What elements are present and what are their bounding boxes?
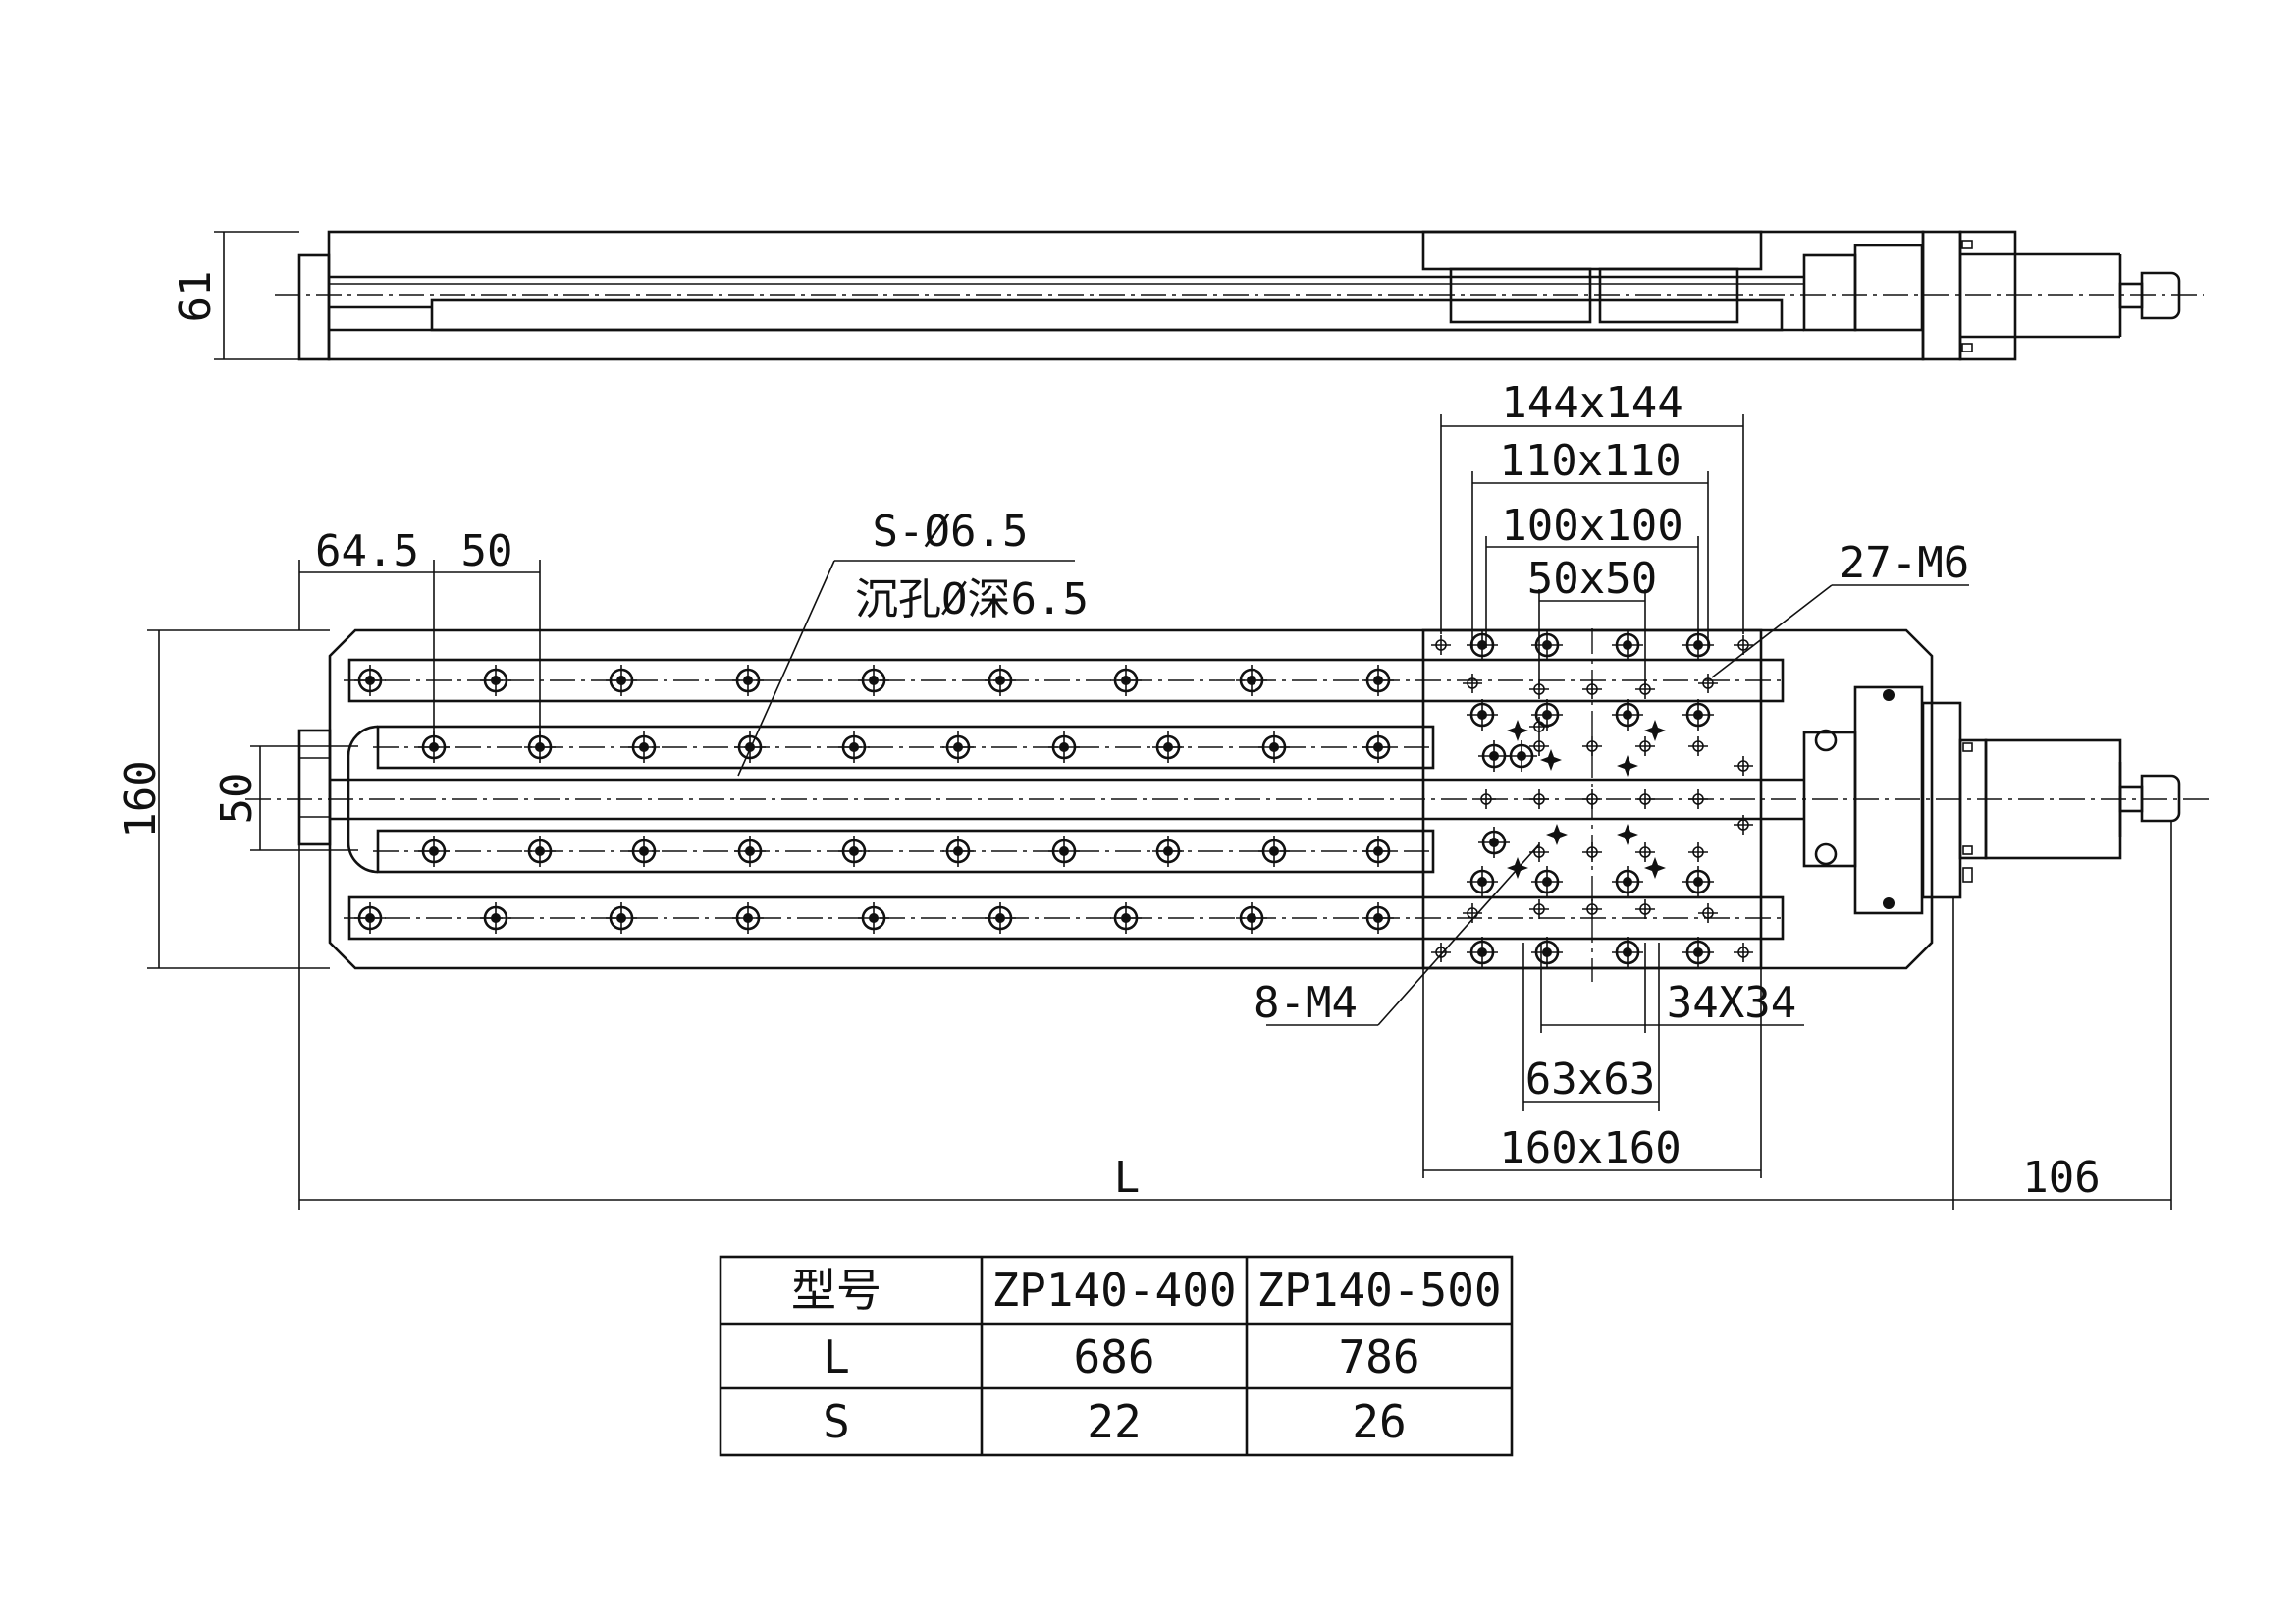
- thread-m4-label: 8-M4: [1254, 978, 1358, 1028]
- spec-table: 型号 ZP140-400 ZP140-500 L 686 786 S 22 26: [719, 1255, 1514, 1457]
- m4-hole: [1507, 720, 1528, 741]
- dim-100: 100x100: [1501, 501, 1682, 551]
- dim-160: 160x160: [1499, 1123, 1681, 1173]
- motor-length-dim: 106: [2022, 1153, 2100, 1203]
- hole-spec-line1: S-Ø6.5: [873, 507, 1029, 557]
- hole-offset-dim: 64.5: [315, 526, 419, 576]
- length-dim: L: [1114, 1153, 1141, 1203]
- hole-spec-line2: 沉孔Ø深6.5: [855, 574, 1089, 624]
- table-header-zp140-400: ZP140-400: [991, 1264, 1236, 1317]
- dim-34: 34X34: [1667, 978, 1796, 1028]
- mounting-holes: [344, 628, 1785, 982]
- table-header-zp140-500: ZP140-500: [1256, 1264, 1501, 1317]
- table-row-s-500: 26: [1352, 1395, 1406, 1448]
- dimensions: 160 50 64.5 50 S-Ø6.5 沉孔Ø深6.5 144x144 11…: [116, 378, 2172, 1210]
- width-160-dim: 160: [116, 760, 166, 838]
- m4-hole: [1644, 857, 1666, 879]
- dim-50: 50x50: [1527, 554, 1657, 604]
- m4-hole: [1617, 755, 1638, 777]
- side-view: 61: [171, 230, 2204, 361]
- table-row-l-400: 686: [1073, 1330, 1154, 1383]
- table-row-s-400: 22: [1087, 1395, 1141, 1448]
- table-row-s-label: S: [823, 1395, 850, 1448]
- m4-hole: [1540, 749, 1562, 771]
- m4-hole: [1546, 824, 1568, 845]
- dim-110: 110x110: [1499, 436, 1681, 486]
- table-header-model: 型号: [791, 1264, 881, 1317]
- dim-144: 144x144: [1501, 378, 1682, 428]
- m4-hole: [1644, 720, 1666, 741]
- m4-hole: [1617, 824, 1638, 845]
- hole-pitch-dim: 50: [461, 526, 513, 576]
- rail-spacing-dim: 50: [212, 773, 262, 825]
- dim-63: 63x63: [1525, 1055, 1655, 1105]
- side-height-dim: 61: [171, 271, 221, 323]
- table-row-l-500: 786: [1338, 1330, 1419, 1383]
- table-row-l-label: L: [823, 1330, 850, 1383]
- thread-m6-label: 27-M6: [1840, 538, 1969, 588]
